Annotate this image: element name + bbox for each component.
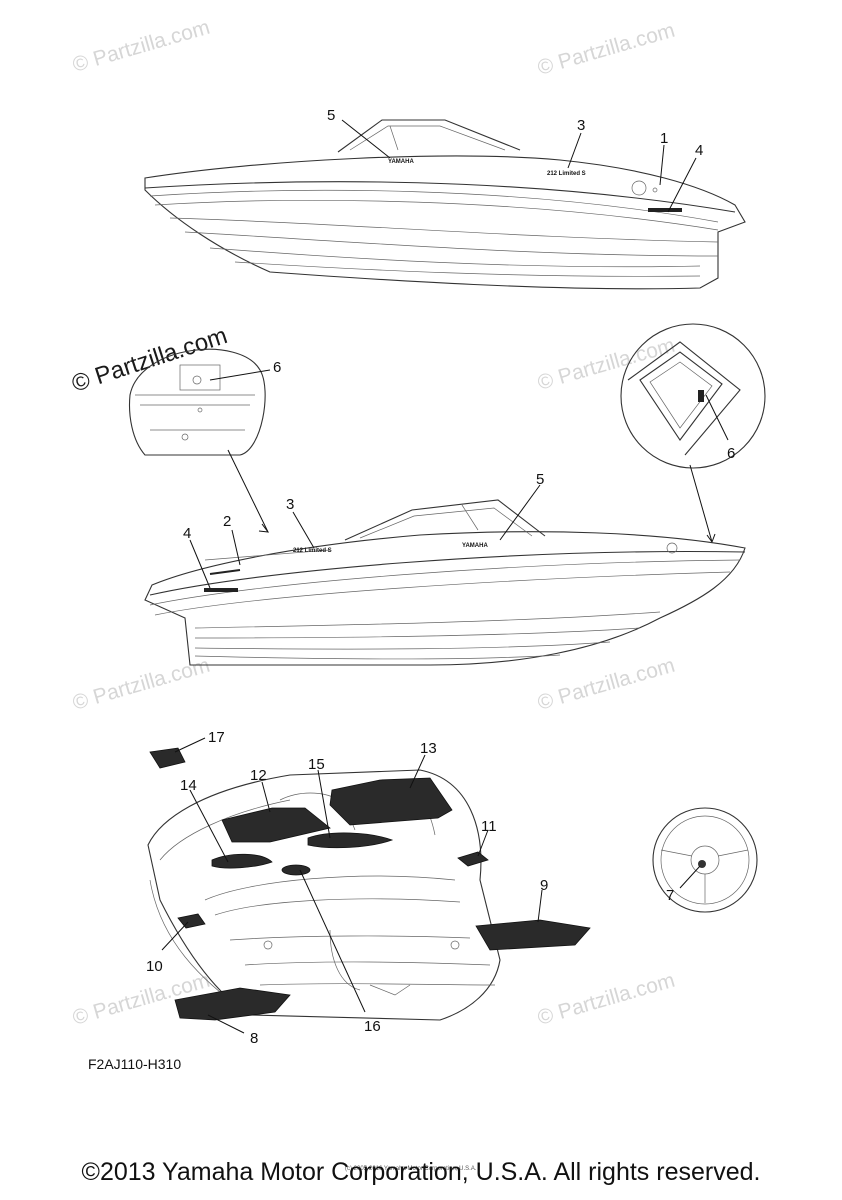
detail-leaders: [209, 369, 729, 544]
callout-3: 3: [577, 117, 585, 134]
callout-6: 6: [273, 359, 281, 376]
mat-11: [457, 851, 489, 867]
callout-5: 5: [327, 107, 335, 124]
mid-boat-illustration: 212 Limited S YAMAHA: [144, 499, 746, 666]
mid-boat-leaders: [189, 484, 541, 589]
copyright-footer: ©2013 Yamaha Motor Corporation, U.S.A. A…: [81, 1158, 761, 1186]
watermark-prominent: © Partzilla.com: [69, 322, 231, 398]
watermarks: © Partzilla.com © Partzilla.com © Partzi…: [69, 16, 678, 1030]
detail-circle-right: [620, 323, 766, 469]
watermark: © Partzilla.com: [70, 16, 212, 77]
callout-16: 16: [364, 1018, 381, 1035]
watermark: © Partzilla.com: [535, 334, 677, 395]
mats: [149, 747, 591, 1021]
watermark: © Partzilla.com: [535, 969, 677, 1030]
callout-13: 13: [420, 740, 437, 757]
callout-4: 4: [183, 525, 191, 542]
top-boat-illustration: YAMAHA 212 Limited S: [144, 119, 746, 290]
callout-14: 14: [180, 777, 197, 794]
mat-16: [281, 864, 311, 876]
callout-8: 8: [250, 1030, 258, 1047]
mat-15: [307, 832, 394, 849]
mat-8: [174, 987, 291, 1021]
callout-6: 6: [727, 445, 735, 462]
callout-11: 11: [481, 818, 497, 835]
callout-1: 1: [660, 130, 668, 147]
callout-10: 10: [146, 958, 163, 975]
stripe-decal: [204, 588, 238, 592]
mat-10: [177, 913, 206, 929]
watermark: © Partzilla.com: [535, 654, 677, 715]
detail-circle-left: [129, 348, 266, 456]
top-boat-leaders: [341, 119, 697, 213]
model-decal: 212 Limited S: [293, 548, 332, 554]
callout-2: 2: [223, 513, 231, 530]
callout-4: 4: [695, 142, 703, 159]
mat-9: [475, 919, 591, 951]
mat-13: [329, 777, 453, 826]
tiny-copyright: (c) 2005-2016 Yamaha Motor Corporation, …: [345, 1166, 477, 1172]
callout-5: 5: [536, 471, 544, 488]
watermark: © Partzilla.com: [70, 654, 212, 715]
mat-leaders: [161, 737, 701, 1034]
watermark: © Partzilla.com: [535, 19, 677, 80]
stripe-decal: [209, 569, 241, 575]
callout-12: 12: [250, 767, 267, 784]
callout-9: 9: [540, 877, 548, 894]
callout-17: 17: [208, 729, 225, 746]
model-decal: 212 Limited S: [547, 171, 586, 177]
yamaha-decal: YAMAHA: [388, 159, 414, 165]
callout-7: 7: [666, 887, 674, 904]
mat-14: [211, 853, 273, 869]
callout-3: 3: [286, 496, 294, 513]
mat-17: [149, 747, 186, 769]
mat-12: [221, 807, 331, 843]
diagram-code: F2AJ110-H310: [88, 1056, 181, 1072]
callout-15: 15: [308, 756, 325, 773]
stripe-decal: [648, 208, 682, 212]
yamaha-decal: YAMAHA: [462, 543, 488, 549]
steering-wheel-illustration: [652, 807, 758, 913]
